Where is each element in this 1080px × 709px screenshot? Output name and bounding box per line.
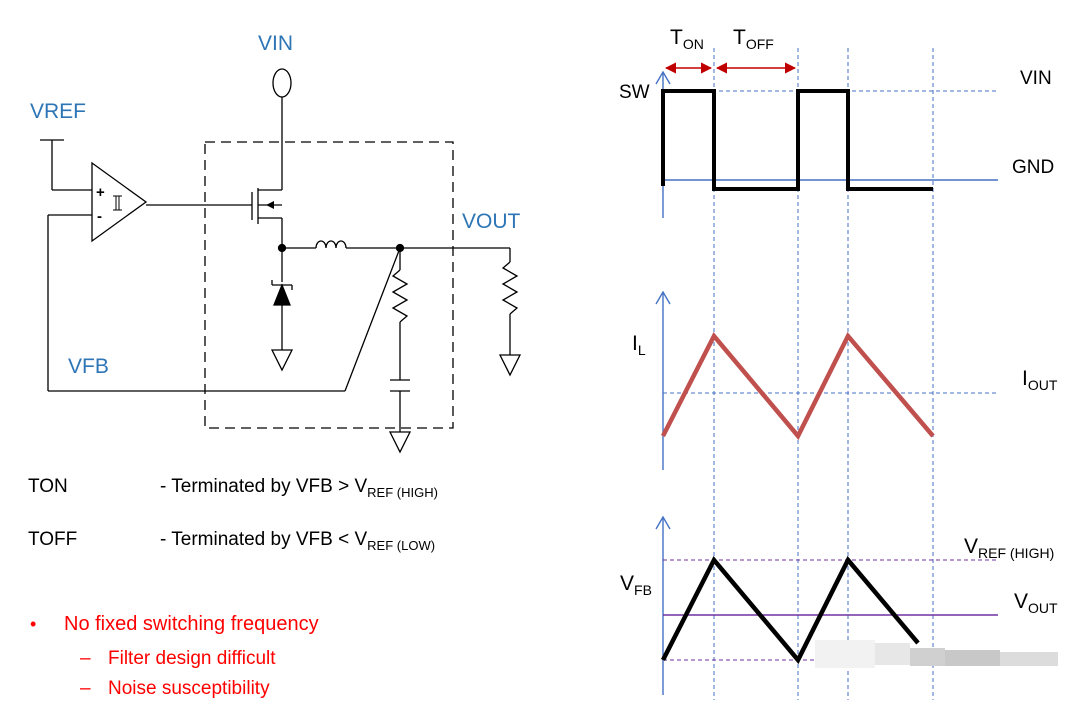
load-resistor-symbol [501, 261, 519, 315]
sub-bullet-2: Noise susceptibility [108, 678, 270, 699]
sub-bullet-dash-1: – [80, 648, 91, 669]
sw-label: SW [619, 82, 650, 103]
sw-waveform [661, 89, 933, 191]
sub-bullet-dash-2: – [80, 678, 91, 699]
vout-label: VOUT [462, 210, 521, 233]
vin-label: VIN [258, 32, 293, 55]
converter-enclosure [204, 141, 454, 429]
bullet-mark: • [30, 614, 36, 634]
comparator-symbol [91, 161, 148, 243]
vfb-label: VFB [68, 355, 109, 378]
bullet-main: No fixed switching frequency [64, 613, 319, 635]
waveforms [655, 48, 1058, 700]
ton-label: TON [670, 26, 704, 52]
vin-terminal [272, 68, 292, 98]
inductor-symbol [315, 240, 347, 249]
ton-description: - Terminated by VFB > VREF (HIGH) [160, 476, 438, 500]
toff-name: TOFF [28, 529, 77, 550]
comparator-plus: + [96, 184, 105, 201]
toff-description: - Terminated by VFB < VREF (LOW) [160, 529, 435, 553]
comparator-minus: - [97, 208, 102, 225]
vfb-wave-label: VFB [620, 572, 652, 598]
diode-symbol [273, 283, 291, 306]
mosfet-symbol [251, 188, 282, 224]
gnd-label: GND [1012, 157, 1054, 178]
inductor-current-waveform [660, 331, 935, 441]
toff-label: TOFF [733, 26, 774, 52]
ground-symbol [388, 431, 412, 454]
iout-label: IOUT [1022, 367, 1058, 393]
ton-name: TON [28, 476, 68, 497]
sub-bullet-1: Filter design difficult [108, 648, 276, 669]
ground-symbol [270, 349, 294, 372]
schematic [40, 68, 522, 454]
esr-resistor-symbol [391, 269, 409, 323]
il-label: IL [632, 332, 646, 358]
vfb-waveform [660, 555, 920, 665]
watermark-blur [815, 640, 1058, 668]
vout-wave-label: VOUT [1014, 590, 1058, 616]
vref-high-label: VREF (HIGH) [964, 535, 1054, 561]
vin-level-label: VIN [1020, 68, 1052, 89]
vref-label: VREF [30, 100, 86, 123]
ground-symbol [498, 354, 522, 377]
